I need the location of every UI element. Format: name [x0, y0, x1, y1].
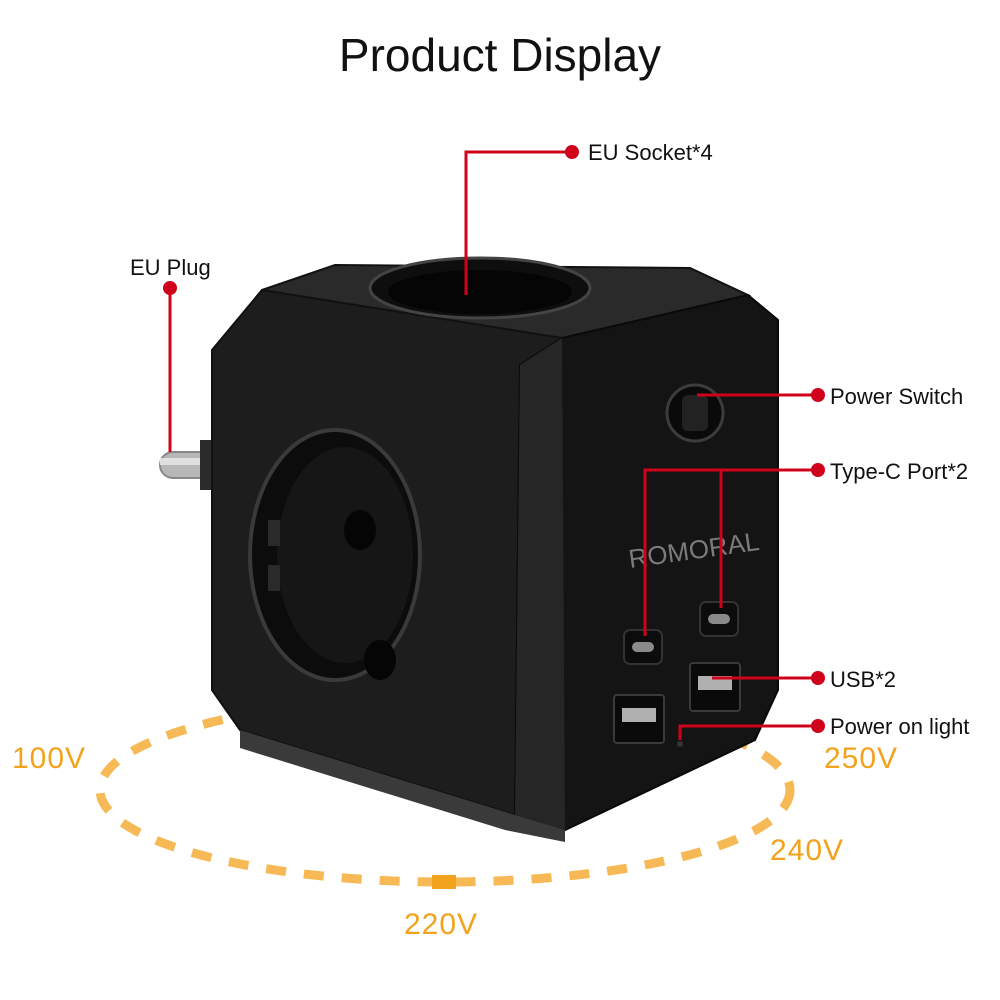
callout-line-eu-socket: [464, 150, 572, 295]
callout-line-power-light: [678, 724, 818, 740]
power-switch: [665, 383, 725, 443]
callout-type-c: Type-C Port*2: [830, 459, 969, 484]
page-title: Product Display: [338, 29, 662, 81]
voltage-240v: 240V: [770, 834, 845, 867]
callout-line-type-c-left: [643, 468, 818, 636]
voltage-220v: 220V: [404, 908, 479, 941]
type-c-ports: [623, 601, 739, 665]
callout-power-light: Power on light: [830, 714, 970, 739]
callout-lines: [168, 150, 818, 740]
callout-dots: [163, 145, 825, 733]
callout-eu-socket: EU Socket*4: [588, 140, 713, 165]
voltage-100v: 100V: [12, 742, 87, 775]
callout-power-switch: Power Switch: [830, 384, 964, 409]
callout-usb: USB*2: [830, 667, 897, 692]
voltage-250v: 250V: [824, 742, 899, 775]
callout-eu-plug: EU Plug: [130, 255, 211, 280]
dial-marker: [432, 875, 456, 889]
usb-ports: [613, 662, 741, 744]
power-light-indicator: [677, 741, 683, 747]
